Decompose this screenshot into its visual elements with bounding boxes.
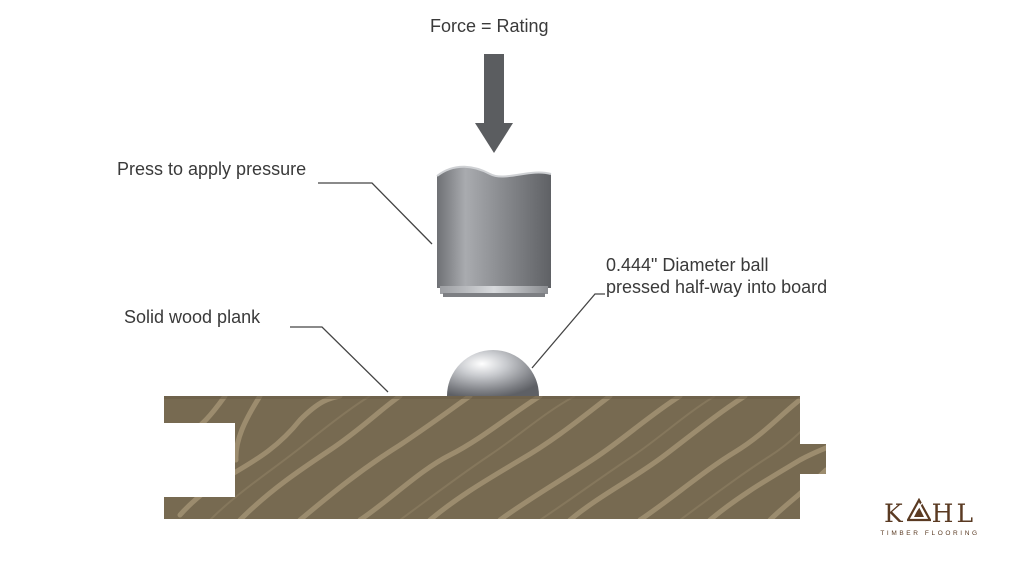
kahl-logo: K HL TIMBER FLOORING <box>874 497 986 537</box>
plank-leader-line <box>290 326 389 393</box>
wood-plank <box>164 396 826 519</box>
press-leader-line <box>318 182 433 245</box>
ball-label-line-2: pressed half-way into board <box>606 277 828 297</box>
ball-label-line-1: 0.444" Diameter ball <box>606 255 769 275</box>
logo-subtitle: TIMBER FLOORING <box>880 530 980 537</box>
logo-wordmark: K HL <box>874 497 986 528</box>
press-label: Press to apply pressure <box>117 159 307 179</box>
press-cylinder <box>436 165 552 297</box>
logo-letter-k: K <box>883 498 906 528</box>
force-arrow-icon <box>475 54 513 153</box>
force-rating-label: Force = Rating <box>430 16 549 36</box>
ball-leader-line <box>531 293 605 369</box>
logo-letters-hl: HL <box>931 498 977 528</box>
plank-label: Solid wood plank <box>124 307 261 327</box>
ball-label: 0.444" Diameter ball pressed half-way in… <box>606 254 827 298</box>
leader-lines <box>290 182 605 393</box>
triangle-a-logo-icon <box>905 497 932 528</box>
steel-ball <box>447 350 539 396</box>
